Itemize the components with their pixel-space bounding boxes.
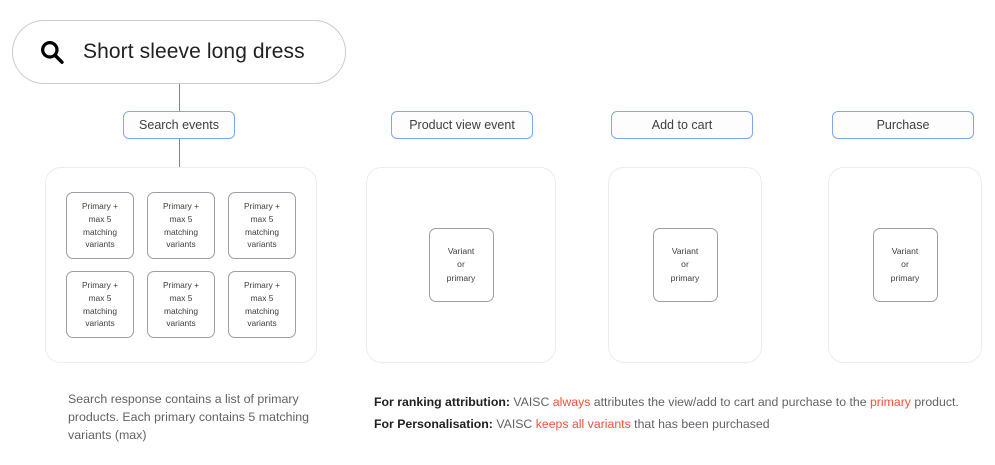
card-text-line: matching [164,226,198,237]
note-text: that has been purchased [630,417,770,432]
card-text: Variant or primary [447,245,476,285]
card-text-line: max 5 [169,213,193,224]
card-text-line: or [901,259,909,270]
primary-variant-card[interactable]: Primary + max 5 matching variants [147,192,215,259]
card-text-line: Variant [891,246,919,257]
card-text-line: or [457,259,465,270]
variant-or-primary-card[interactable]: Variant or primary [652,228,718,302]
attribution-notes: For ranking attribution: VAISC always at… [374,391,989,436]
card-text-line: max 5 [250,292,274,303]
card-text-line: Primary + [162,200,200,211]
panel-product-view-panel: Variant or primary [366,167,556,363]
search-icon [41,41,64,64]
note-highlight: keeps all variants [535,417,631,432]
panel-body: Variant or primary [609,168,761,362]
primary-variant-card[interactable]: Primary + max 5 matching variants [228,271,296,338]
note-text: VAISC [492,417,536,432]
card-text-line: matching [245,305,279,316]
card-text-line: variants [85,239,115,250]
primary-variant-card[interactable]: Primary + max 5 matching variants [228,192,296,259]
panel-purchase-panel: Variant or primary [828,167,982,363]
stage-label-text: Product view event [409,118,515,132]
note-text: product. [910,395,959,409]
search-query-text: Short sleeve long dress [83,40,305,63]
card-text: Primary + max 5 matching variants [163,279,199,330]
connector-searchbar-to-label [178,84,180,111]
card-text-line: Primary + [81,279,119,290]
stage-label-product-view-event[interactable]: Product view event [391,111,533,139]
panel-add-to-cart-panel: Variant or primary [608,167,762,363]
note-highlight: always [552,395,591,409]
card-text: Primary + max 5 matching variants [82,279,118,330]
card-text: Primary + max 5 matching variants [82,200,118,251]
card-text-line: Primary + [162,279,200,290]
card-text-line: max 5 [88,292,112,303]
card-text-line: Variant [671,246,699,257]
card-text-line: Primary + [81,200,119,211]
stage-label-add-to-cart[interactable]: Add to cart [611,111,753,139]
stage-label-purchase[interactable]: Purchase [832,111,974,139]
stage-label-search-events[interactable]: Search events [123,111,235,139]
card-text-line: max 5 [88,213,112,224]
card-text-line: matching [164,305,198,316]
stage-label-text: Purchase [876,118,930,132]
card-text-line: primary [890,272,920,283]
primary-variant-card[interactable]: Primary + max 5 matching variants [66,271,134,338]
personalisation-note: For Personalisation: VAISC keeps all var… [374,413,989,435]
card-text: Variant or primary [891,245,920,285]
card-text-line: primary [670,272,700,283]
note-highlight: primary [869,395,911,409]
card-text-line: max 5 [169,292,193,303]
primary-variant-card[interactable]: Primary + max 5 matching variants [66,192,134,259]
variant-or-primary-card[interactable]: Variant or primary [428,228,494,302]
card-text-line: variants [166,239,196,250]
ranking-attribution-note: For ranking attribution: VAISC always at… [374,391,989,413]
note-text: attributes the view/add to cart and purc… [590,395,870,409]
note-label: For Personalisation: [374,417,493,432]
card-text-line: Variant [447,246,475,257]
panel-body: Variant or primary [829,168,981,362]
card-text-line: matching [83,226,117,237]
card-text-line: variants [85,318,115,329]
card-text: Primary + max 5 matching variants [244,200,280,251]
stage-label-text: Add to cart [651,118,713,132]
variant-or-primary-card[interactable]: Variant or primary [872,228,938,302]
card-text-line: variants [247,239,277,250]
card-text-line: Primary + [243,200,281,211]
search-bar[interactable]: Short sleeve long dress [12,20,346,84]
card-text-line: matching [245,226,279,237]
card-text-line: max 5 [250,213,274,224]
card-text-line: Primary + [243,279,281,290]
connector-label-to-panel [178,139,180,167]
primary-variant-card[interactable]: Primary + max 5 matching variants [147,271,215,338]
note-text: VAISC [509,395,553,409]
card-text: Variant or primary [671,245,700,285]
stage-label-text: Search events [139,118,219,132]
card-text: Primary + max 5 matching variants [244,279,280,330]
card-text-line: matching [83,305,117,316]
card-text-line: variants [166,318,196,329]
search-response-caption: Search response contains a list of prima… [68,392,310,442]
card-text: Primary + max 5 matching variants [163,200,199,251]
card-text-line: or [681,259,689,270]
panel-body: Variant or primary [367,168,555,362]
note-label: For ranking attribution: [374,395,510,409]
card-text-line: variants [247,318,277,329]
card-text-line: primary [446,272,476,283]
